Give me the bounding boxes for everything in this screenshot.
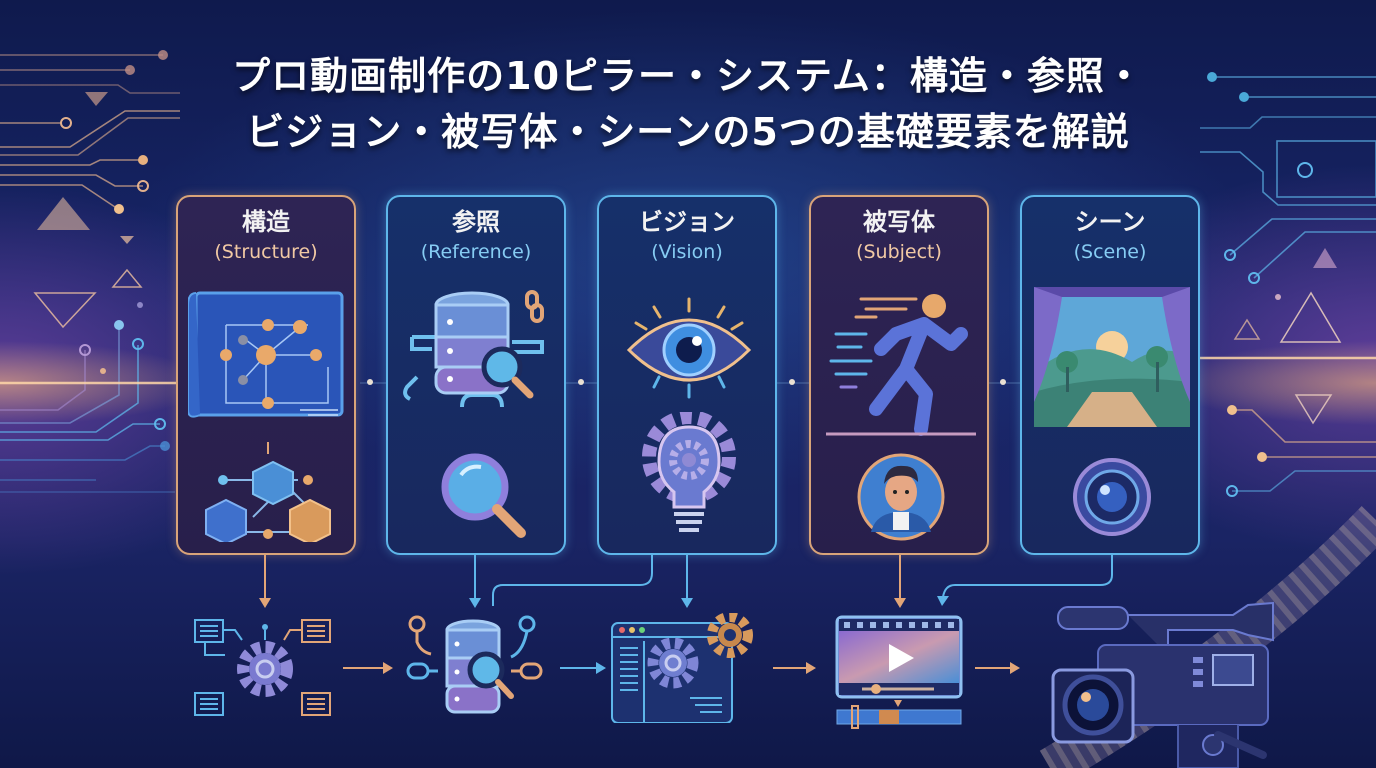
title-line-2: ビジョン・被写体・シーンの5つの基礎要素を解説	[246, 110, 1130, 154]
title-line-1: プロ動画制作の10ピラー・システム：構造・参照・	[232, 54, 1144, 98]
pillar-card-scene: シーン (Scene)	[1020, 195, 1200, 555]
pillar-title: 構造	[242, 208, 290, 236]
pillar-title: ビジョン	[639, 208, 735, 236]
pillar-card-subject: 被写体 (Subject)	[809, 195, 989, 555]
stage-landscape-icon	[1034, 287, 1190, 427]
browser-gears-icon	[611, 613, 753, 723]
gear-documents-icon	[194, 619, 331, 716]
video-player-timeline-icon	[835, 615, 963, 729]
page-title: プロ動画制作の10ピラー・システム：構造・参照・ ビジョン・被写体・シーンの5つ…	[0, 48, 1376, 160]
glowing-eye-icon	[626, 297, 752, 399]
connected-cubes-icon	[205, 442, 331, 542]
camera-lens-icon	[1073, 458, 1151, 536]
pillar-card-structure: 構造 (Structure)	[176, 195, 356, 555]
pillar-subtitle: (Vision)	[651, 241, 723, 263]
blueprint-network-icon	[188, 291, 344, 418]
video-camera-icon	[1051, 601, 1274, 768]
lightbulb-gear-icon	[642, 412, 736, 532]
pillar-title: 被写体	[863, 208, 935, 236]
pillar-subtitle: (Scene)	[1073, 241, 1147, 263]
database-search-icon	[406, 615, 543, 714]
magnifier-icon	[441, 453, 526, 538]
person-avatar-icon	[857, 453, 945, 541]
pillar-title: シーン	[1074, 208, 1146, 236]
pillar-subtitle: (Reference)	[420, 241, 532, 263]
database-link-search-icon	[403, 290, 544, 408]
pillar-card-reference: 参照 (Reference)	[386, 195, 566, 555]
running-person-icon	[826, 294, 976, 436]
pillar-subtitle: (Structure)	[214, 241, 318, 263]
pillar-subtitle: (Subject)	[856, 241, 942, 263]
pillar-title: 参照	[452, 208, 500, 236]
pillar-card-vision: ビジョン (Vision)	[597, 195, 777, 555]
